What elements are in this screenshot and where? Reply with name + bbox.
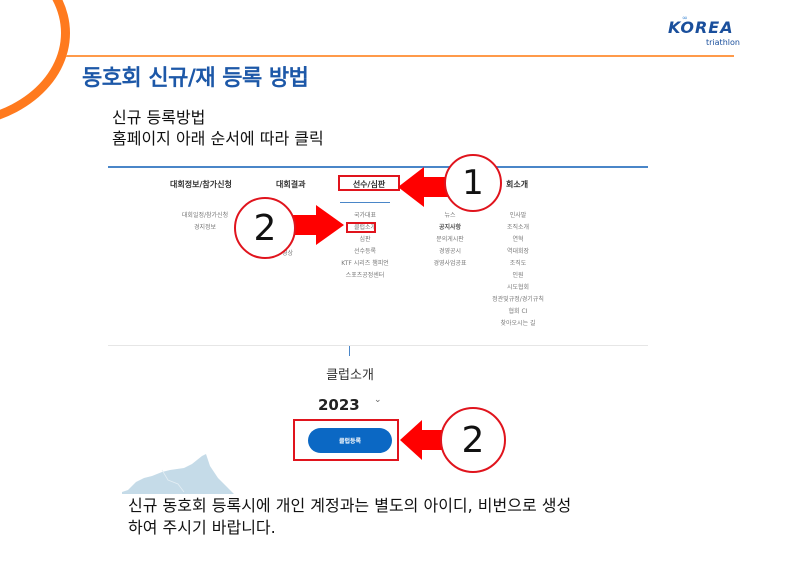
submenu-item-referee[interactable]: 심판 — [359, 236, 371, 243]
submenu-item-club-intro[interactable]: 클럽소개 — [353, 224, 377, 231]
nav-item-competition-results[interactable]: 대회결과 — [276, 180, 306, 189]
subtitle-line-2: 홈페이지 아래 순서에 따라 클릭 — [112, 129, 324, 148]
submenu-column-competition: 대회일정/참가신청 경지정보 — [170, 210, 240, 234]
submenu-item-athlete-registration[interactable]: 선수등록 — [353, 248, 377, 255]
site-section-separator — [108, 345, 648, 346]
submenu-column-association: 인사말 조직소개 연혁 역대회장 조직도 인원 시도협회 정관및규정/경기규칙 … — [478, 210, 558, 330]
submenu-item[interactable]: 뉴스 — [444, 212, 456, 219]
step-2-marker-nav: 2 — [234, 197, 296, 259]
submenu-item[interactable]: 조직도 — [509, 260, 527, 267]
site-nav-top-line — [108, 166, 648, 168]
submenu-column-news: 뉴스 공지사항 문의게시판 경영공시 경영사업공표 — [414, 210, 486, 270]
note-line-1: 신규 동호회 등록시에 개인 계정과는 별도의 아이디, 비번으로 생성 — [128, 496, 572, 515]
arrow-left-icon — [398, 167, 456, 207]
korea-triathlon-logo: ∞ KOREA triathlon — [668, 14, 758, 50]
logo-sub-text: triathlon — [706, 38, 740, 47]
highlight-box-athletes-referees — [338, 175, 400, 191]
year-selector[interactable]: 2023 — [318, 396, 360, 414]
submenu-item[interactable]: 역대회장 — [506, 248, 530, 255]
submenu-item[interactable]: 조직소개 — [506, 224, 530, 231]
club-page-title: 클럽소개 — [326, 368, 374, 383]
logo-rings-icon: ∞ — [682, 14, 688, 22]
submenu-item[interactable]: 문의게시판 — [436, 236, 464, 243]
step-2-marker-button: 2 — [440, 407, 506, 473]
nav-submenu-underline — [340, 202, 390, 203]
submenu-column-athletes: 국가대표 클럽소개 심판 선수등록 KTF 시리즈 챔피언 스포츠공정센터 — [320, 210, 410, 282]
nav-item-association-intro[interactable]: 회소개 — [506, 180, 529, 189]
submenu-item-ktf-series[interactable]: KTF 시리즈 챔피언 — [341, 260, 389, 267]
highlight-box-register-button — [293, 419, 399, 461]
decorative-orange-arc — [0, 0, 70, 128]
submenu-fragment: 영상 — [282, 250, 294, 257]
submenu-item[interactable]: 협회 CI — [508, 308, 528, 315]
submenu-item[interactable]: 찾아오시는 길 — [500, 320, 536, 327]
subtitle-line-1: 신규 등록방법 — [112, 108, 206, 127]
arrow-left-icon — [400, 420, 446, 460]
header-divider-line — [66, 55, 734, 57]
highlight-box-club-intro — [346, 222, 376, 233]
note-line-2: 하여 주시기 바랍니다. — [128, 518, 276, 537]
korea-map-image — [122, 454, 234, 494]
submenu-item[interactable]: 경지정보 — [193, 224, 217, 231]
submenu-item[interactable]: 시도협회 — [506, 284, 530, 291]
submenu-item[interactable]: 정관및규정/경기규칙 — [492, 296, 544, 303]
submenu-item[interactable]: 인사말 — [509, 212, 527, 219]
submenu-item[interactable]: 경영공시 — [438, 248, 462, 255]
submenu-item-sports-fairness[interactable]: 스포츠공정센터 — [345, 272, 385, 279]
slide-title: 동호회 신규/재 등록 방법 — [82, 66, 309, 91]
submenu-item-national-team[interactable]: 국가대표 — [353, 212, 377, 219]
submenu-item[interactable]: 공지사항 — [438, 224, 462, 231]
nav-item-athletes-referees[interactable]: 선수/심판 — [352, 180, 386, 189]
chevron-down-icon[interactable]: ⌄ — [374, 395, 382, 405]
club-register-button[interactable]: 클럽등록 — [308, 428, 392, 453]
submenu-item[interactable]: 대회일정/참가신청 — [181, 212, 229, 219]
arrow-right-icon — [284, 205, 344, 245]
submenu-item[interactable]: 인원 — [512, 272, 524, 279]
site-vertical-marker — [349, 346, 350, 356]
logo-main-text: KOREA — [668, 18, 734, 37]
step-1-marker: 1 — [444, 154, 502, 212]
submenu-item[interactable]: 경영사업공표 — [433, 260, 467, 267]
nav-item-competition-info[interactable]: 대회정보/참가신청 — [170, 180, 232, 189]
submenu-item[interactable]: 연혁 — [512, 236, 524, 243]
